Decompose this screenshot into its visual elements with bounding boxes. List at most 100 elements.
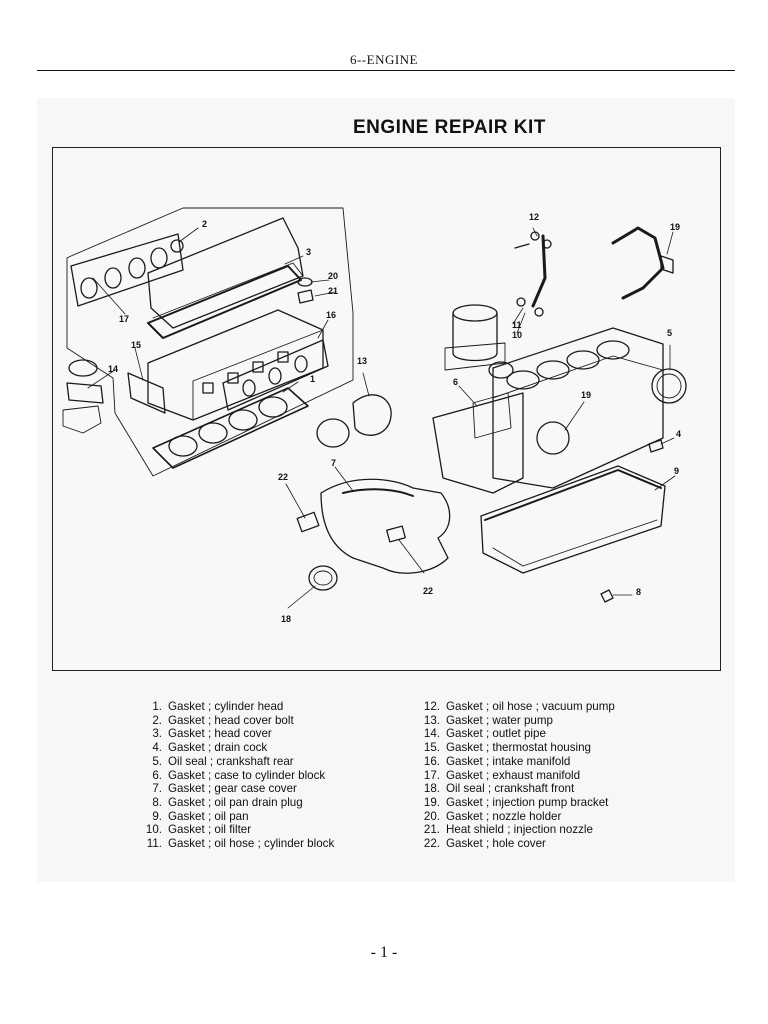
crankshaft-rear-oil-seal xyxy=(651,368,687,404)
part-number: 6. xyxy=(152,768,162,782)
part-number: 3. xyxy=(152,727,162,741)
part-description: Gasket ; water pump xyxy=(446,713,553,727)
intake-manifold-gasket xyxy=(222,339,329,411)
callout-20: 20 xyxy=(328,271,338,281)
parts-list-row: 3.Gasket ; head cover xyxy=(132,727,334,741)
callout-17: 17 xyxy=(119,314,129,324)
part-description: Gasket ; hole cover xyxy=(446,837,546,851)
callout-3: 3 xyxy=(306,247,311,257)
part-number: 12. xyxy=(423,700,440,713)
part-description: Heat shield ; injection nozzle xyxy=(446,823,593,837)
case-to-block-gasket xyxy=(472,392,512,439)
page-title: ENGINE REPAIR KIT xyxy=(353,117,546,138)
parts-list-row: 16. Gasket ; intake manifold xyxy=(410,755,615,769)
drain-cock xyxy=(648,439,664,453)
hole-cover-gasket-left xyxy=(296,511,320,533)
part-description: Gasket ; intake manifold xyxy=(446,754,571,768)
callout-19: 19 xyxy=(670,222,680,232)
part-number: 14. xyxy=(423,727,440,741)
part-number: 16. xyxy=(423,754,440,768)
head-cover-bolt-gasket xyxy=(170,239,184,253)
header-divider xyxy=(37,70,735,71)
part-number: 20. xyxy=(423,809,440,823)
parts-list-row: 20. Gasket ; nozzle holder xyxy=(410,810,615,824)
callout-19: 19 xyxy=(581,390,591,400)
parts-list-row: 7.Gasket ; gear case cover xyxy=(132,782,334,796)
part-number: 15. xyxy=(423,741,440,755)
part-description: Gasket ; outlet pipe xyxy=(446,727,546,741)
head-cover xyxy=(147,217,304,329)
parts-list-row: 6. Gasket ; case to cylinder block xyxy=(132,769,334,783)
parts-list-row: 5. Oil seal ; crankshaft rear xyxy=(132,755,334,769)
water-outlet-part xyxy=(68,359,98,377)
head-cover-gasket xyxy=(147,265,302,339)
parts-list-row: 9.Gasket ; oil pan xyxy=(132,810,334,824)
part-description: Gasket ; head cover bolt xyxy=(168,713,294,727)
callout-15: 15 xyxy=(131,340,141,350)
part-description: Gasket ; nozzle holder xyxy=(446,809,562,823)
callout-11: 11 xyxy=(512,320,522,330)
part-number: 11. xyxy=(146,837,162,851)
part-description: Gasket ; cylinder head xyxy=(168,700,284,713)
part-description: Gasket ; oil filter xyxy=(168,823,252,837)
part-description: Gasket ; oil pan xyxy=(168,809,249,823)
head-group-outline xyxy=(66,207,354,477)
parts-list-row: 15. Gasket ; thermostat housing xyxy=(410,741,615,755)
part-number: 18. xyxy=(423,782,440,796)
pump-bracket-gasket xyxy=(536,421,570,455)
oil-filter xyxy=(444,304,506,371)
oil-filter-gasket xyxy=(488,361,514,379)
parts-list-row: 12. Gasket ; oil hose ; vacuum pump xyxy=(410,700,615,714)
parts-list-row: 4. Gasket ; drain cock xyxy=(132,741,334,755)
part-description: Gasket ; exhaust manifold xyxy=(446,768,581,782)
thermostat-housing-gasket xyxy=(127,372,166,414)
callout-10: 10 xyxy=(512,330,522,340)
parts-list-row: 21. Heat shield ; injection nozzle xyxy=(410,823,615,837)
heat-shield xyxy=(297,289,314,304)
part-number: 2. xyxy=(152,713,162,727)
oil-pan xyxy=(480,465,666,574)
part-description: Gasket ; thermostat housing xyxy=(446,741,591,755)
part-description: Gasket ; case to cylinder block xyxy=(168,768,326,782)
hole-cover-gasket-right xyxy=(386,525,406,543)
parts-list-row: 14. Gasket ; outlet pipe xyxy=(410,727,615,741)
callout-14: 14 xyxy=(108,364,118,374)
outlet-flange xyxy=(62,405,102,434)
parts-list-row: 1.Gasket ; cylinder head xyxy=(132,700,334,714)
part-number: 21. xyxy=(423,823,440,837)
parts-list-row: 22.Gasket ; hole cover xyxy=(410,837,615,851)
part-number: 5. xyxy=(152,754,162,768)
part-number: 10. xyxy=(145,823,162,837)
part-description: Gasket ; oil hose ; vacuum pump xyxy=(446,700,615,713)
part-description: Gasket ; injection pump bracket xyxy=(446,795,609,809)
callout-9: 9 xyxy=(674,466,679,476)
part-number: 13. xyxy=(423,713,440,727)
callout-2: 2 xyxy=(202,219,207,229)
oil-pan-drain-plug xyxy=(600,589,614,603)
hose-gasket-upper xyxy=(530,231,540,241)
part-description: Oil seal ; crankshaft rear xyxy=(168,754,294,768)
gear-case-cover xyxy=(320,478,451,574)
outlet-pipe-gasket xyxy=(66,382,104,404)
part-number: 8. xyxy=(152,795,162,809)
cylinder-head xyxy=(147,309,324,421)
callout-12: 12 xyxy=(529,212,539,222)
part-description: Gasket ; drain cock xyxy=(168,741,268,755)
part-description: Gasket ; oil pan drain plug xyxy=(168,795,303,809)
callout-5: 5 xyxy=(667,328,672,338)
oil-hose xyxy=(531,234,547,308)
part-number: 4. xyxy=(152,741,162,755)
part-number: 19. xyxy=(423,795,440,809)
callout-22: 22 xyxy=(278,472,288,482)
water-pump-body xyxy=(316,418,350,448)
section-header: 6--ENGINE xyxy=(349,52,419,67)
callout-6: 6 xyxy=(453,377,458,387)
part-description: Gasket ; oil hose ; cylinder block xyxy=(168,837,335,851)
exhaust-manifold-gasket xyxy=(70,233,184,307)
water-pump-gasket xyxy=(352,394,392,436)
parts-list-row: 10. Gasket ; oil filter xyxy=(132,823,334,837)
parts-list-row: 18.Oil seal ; crankshaft front xyxy=(410,782,615,796)
